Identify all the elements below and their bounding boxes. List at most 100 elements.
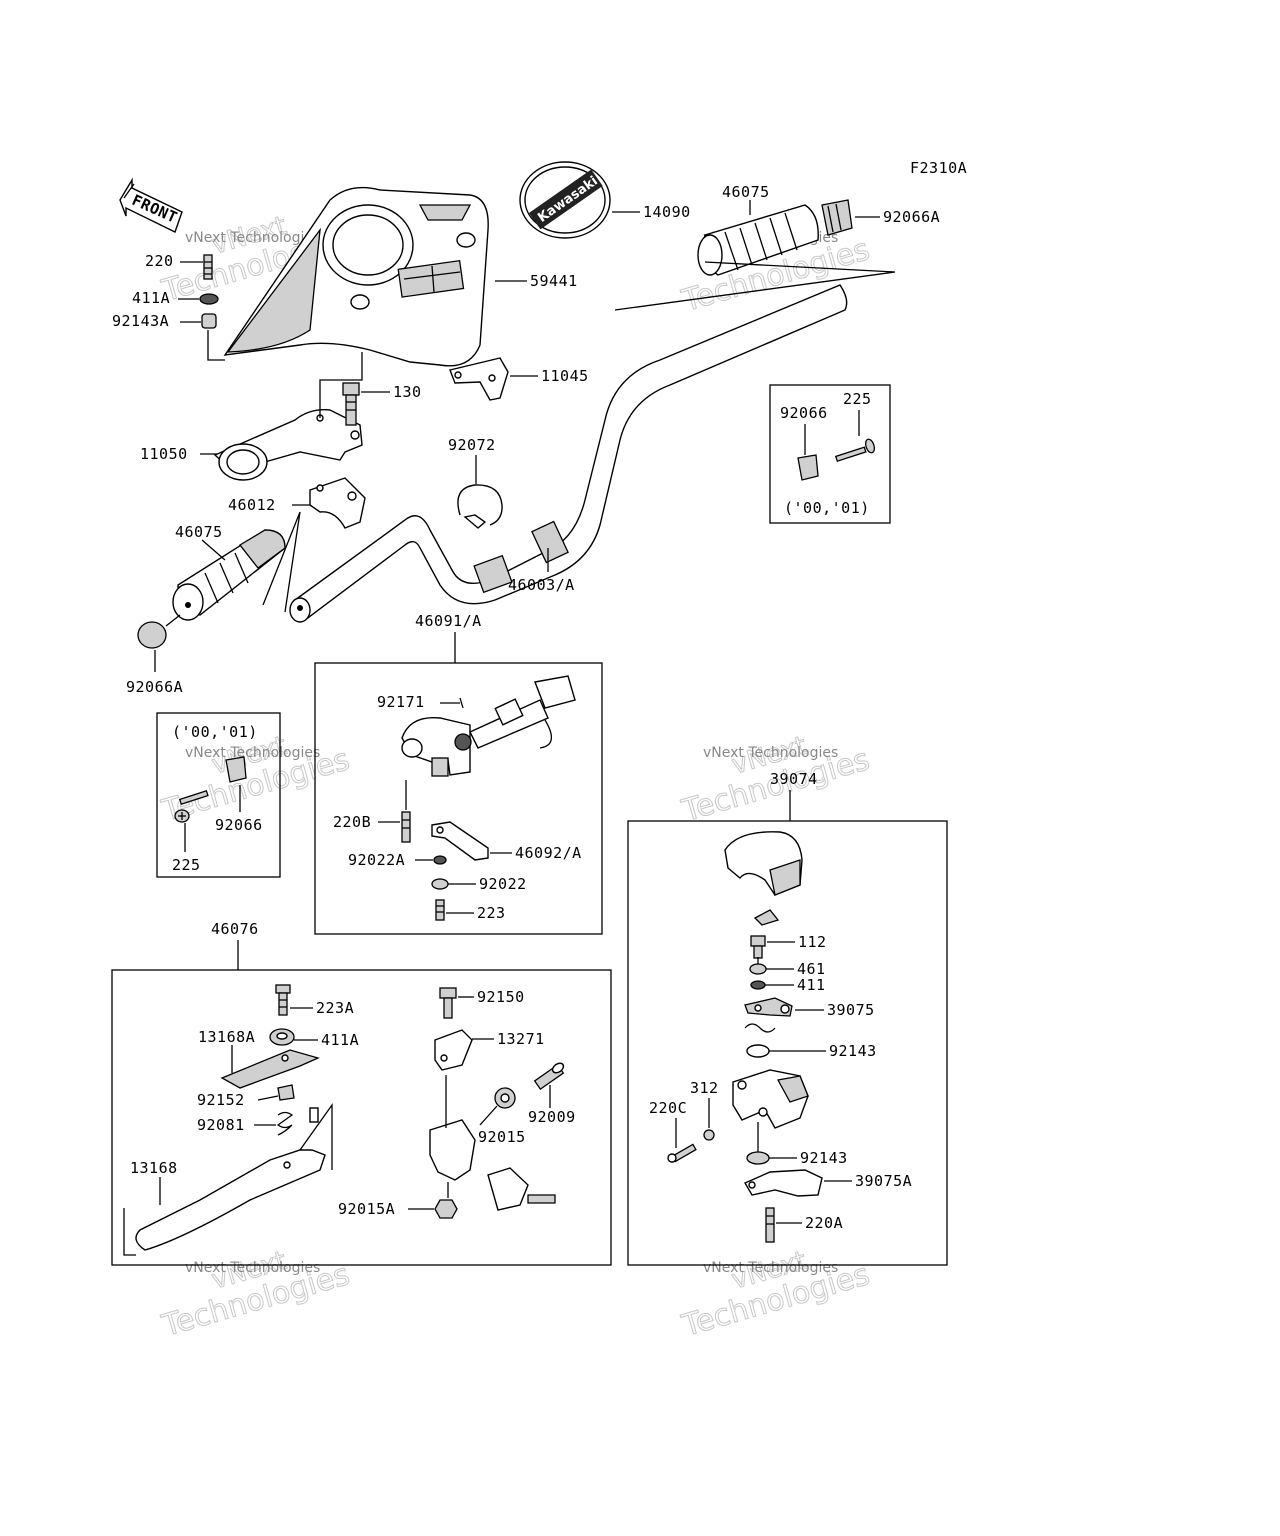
screw-220A xyxy=(765,1207,775,1243)
callout-13168: 13168 xyxy=(130,1159,178,1177)
callout-92081: 92081 xyxy=(197,1116,245,1134)
emblem-14090: Kawasaki xyxy=(519,161,611,239)
callout-92143-a: 92143 xyxy=(829,1042,877,1060)
grommet-92066-left xyxy=(225,756,247,783)
variant-box-right xyxy=(769,384,891,524)
callout-39075A: 39075A xyxy=(855,1172,912,1190)
handlebar-46003A xyxy=(289,284,848,623)
bushing-92152 xyxy=(277,1084,295,1101)
callout-112: 112 xyxy=(798,933,827,951)
callout-411: 411 xyxy=(797,976,826,994)
grip-end-92066A-left xyxy=(137,621,167,649)
callout-46012: 46012 xyxy=(228,496,276,514)
callout-223: 223 xyxy=(477,904,506,922)
throttle-assembly-box xyxy=(627,820,948,1266)
variant-label-left: ('00,'01) xyxy=(172,723,258,741)
variant-box-left xyxy=(156,712,281,878)
callout-220: 220 xyxy=(145,252,174,270)
washer-411A xyxy=(199,293,219,305)
callout-46075-right: 46075 xyxy=(722,183,770,201)
callout-46075-left: 46075 xyxy=(175,523,223,541)
adjuster-92009 xyxy=(533,1062,565,1091)
callout-46092A: 46092/A xyxy=(515,844,582,862)
nut-461 xyxy=(749,963,767,975)
callout-46003A: 46003/A xyxy=(508,576,575,594)
callout-312: 312 xyxy=(690,1079,719,1097)
callout-92022A: 92022A xyxy=(348,851,405,869)
bolt-225-left xyxy=(174,790,209,823)
watermark-small: vNext Technologies xyxy=(703,1260,838,1276)
callout-59441: 59441 xyxy=(530,272,578,290)
callout-92152: 92152 xyxy=(197,1091,245,1109)
callout-92171: 92171 xyxy=(377,693,425,711)
grip-46075-left xyxy=(172,529,286,621)
grip-end-92066A-right xyxy=(821,199,853,236)
clamp-92072 xyxy=(457,484,503,529)
grommet-92066 xyxy=(797,454,819,481)
bolt-225 xyxy=(834,438,876,463)
callout-92066A-left: 92066A xyxy=(126,678,183,696)
callout-92143-b: 92143 xyxy=(800,1149,848,1167)
callout-461: 461 xyxy=(797,960,826,978)
screw-223 xyxy=(435,899,445,921)
washer-92022 xyxy=(431,878,449,890)
callout-13271: 13271 xyxy=(497,1030,545,1048)
bolt-92150 xyxy=(439,987,457,1019)
screw-220 xyxy=(203,254,213,280)
callout-11050: 11050 xyxy=(140,445,188,463)
holder-46012 xyxy=(309,477,366,529)
bracket-11045 xyxy=(449,357,509,401)
holder-11050 xyxy=(213,409,363,481)
spring-92081 xyxy=(276,1111,294,1136)
callout-92009: 92009 xyxy=(528,1108,576,1126)
callout-225-left: 225 xyxy=(172,856,201,874)
watermark-small: vNext Technologies xyxy=(185,745,320,761)
callout-46076: 46076 xyxy=(211,920,259,938)
callout-39074: 39074 xyxy=(770,770,818,788)
meter-cover-59441 xyxy=(223,186,489,367)
lever-13168 xyxy=(135,1102,333,1251)
nut-92015A xyxy=(434,1199,458,1219)
callout-92072: 92072 xyxy=(448,436,496,454)
lever-39075A xyxy=(744,1169,823,1197)
callout-92150: 92150 xyxy=(477,988,525,1006)
collar-92143-bottom xyxy=(746,1151,770,1165)
bolt-112 xyxy=(750,935,766,959)
callout-92066A-right: 92066A xyxy=(883,208,940,226)
callout-220B: 220B xyxy=(333,813,371,831)
callout-14090: 14090 xyxy=(643,203,691,221)
callout-92066-left: 92066 xyxy=(215,816,263,834)
screw-220C xyxy=(667,1143,697,1163)
callout-92143A: 92143A xyxy=(112,312,169,330)
grip-46075-right xyxy=(697,204,819,276)
bracket-13271 xyxy=(434,1029,473,1071)
callout-225-box: 225 xyxy=(843,390,872,408)
washer-411 xyxy=(750,980,766,990)
lever-assembly-box xyxy=(111,969,612,1266)
nut-92015 xyxy=(494,1087,516,1109)
figure-code: F2310A xyxy=(910,159,967,177)
collar-92143A xyxy=(201,313,217,329)
callout-220A: 220A xyxy=(805,1214,843,1232)
throttle-housing xyxy=(732,1069,809,1129)
callout-46091A: 46091/A xyxy=(415,612,482,630)
watermark-small: vNext Technologies xyxy=(703,745,838,761)
callout-92015A: 92015A xyxy=(338,1200,395,1218)
nut-312 xyxy=(703,1129,715,1141)
watermark-small: vNext Technologies xyxy=(185,230,320,246)
callout-411A-top: 411A xyxy=(132,289,170,307)
switch-housing-46091 xyxy=(401,675,576,777)
callout-39075: 39075 xyxy=(827,1001,875,1019)
washer-92022A xyxy=(433,855,447,865)
callout-130: 130 xyxy=(393,383,422,401)
watermark-small: vNext Technologies xyxy=(185,1260,320,1276)
screw-223A xyxy=(275,984,291,1016)
callout-11045: 11045 xyxy=(541,367,589,385)
lever-46092A xyxy=(431,821,489,861)
callout-92015: 92015 xyxy=(478,1128,526,1146)
clip-part xyxy=(753,909,780,926)
throttle-cover-39074 xyxy=(724,831,803,896)
front-arrow-icon: FRONT xyxy=(119,177,183,233)
collar-92143-top xyxy=(746,1044,770,1058)
